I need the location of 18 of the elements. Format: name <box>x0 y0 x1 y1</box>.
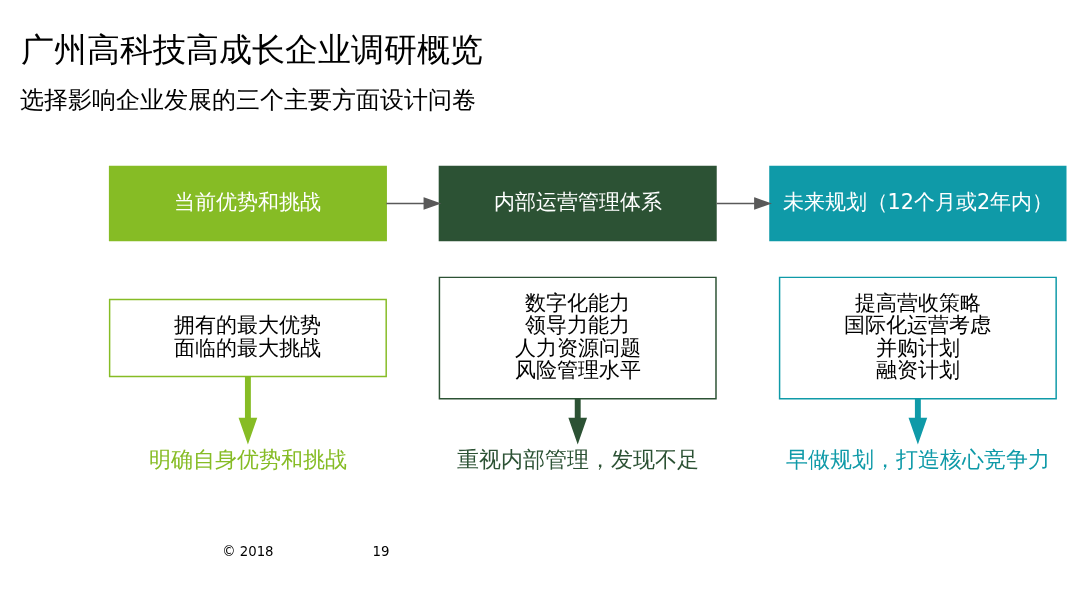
node-text: 重视内部管理，发现不足 <box>456 445 699 472</box>
node-box: 内部运营管理体系 <box>438 165 717 241</box>
arrow <box>715 196 772 210</box>
label: 选择影响企业发展的三个主要方面设计问卷 <box>19 85 476 114</box>
node-box: 未来规划（12个月或2年内） <box>769 165 1067 241</box>
node-box: 拥有的最大优势 面临的最大挑战 <box>108 298 387 377</box>
node-box: 当前优势和挑战 <box>108 165 387 241</box>
diagram-title: 广州高科技高成长企业调研概览 <box>20 30 483 69</box>
label: 19 <box>372 543 390 559</box>
arrow <box>385 196 442 210</box>
node-box: 提高营收策略 国际化运营考虑 并购计划 融资计划 <box>778 276 1057 399</box>
arrow <box>238 376 258 444</box>
arrow <box>908 398 928 444</box>
node-text: 早做规划，打造核心竞争力 <box>785 445 1050 472</box>
node-box: 数字化能力 领导力能力 人力资源问题 风险管理水平 <box>438 276 717 399</box>
node-text: 明确自身优势和挑战 <box>148 445 347 472</box>
arrow <box>568 398 588 444</box>
label: © 2018 <box>222 543 274 559</box>
